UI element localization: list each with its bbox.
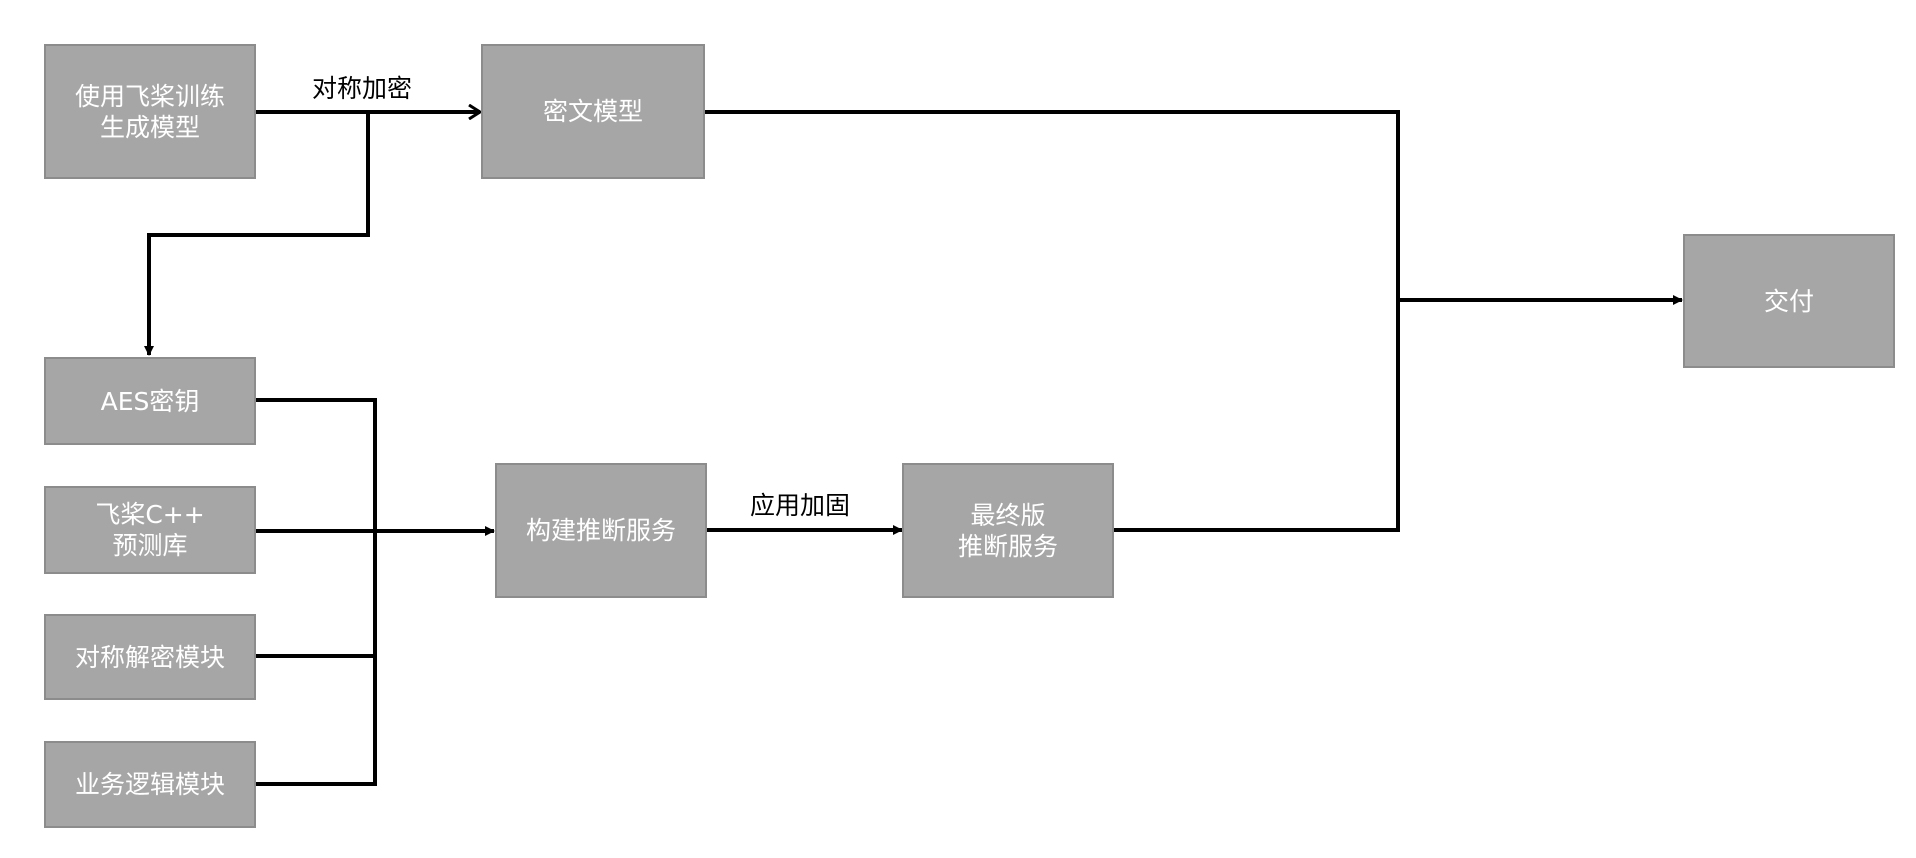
node-train-model-line-1: 使用飞桨训练 xyxy=(74,81,225,111)
edge-label-harden: 应用加固 xyxy=(750,491,851,520)
node-cipher-model: 密文模型 xyxy=(481,44,705,179)
node-cpp-predict-lib-line-1: 飞桨C++ xyxy=(95,500,205,529)
edge-cipher-model-to-merge xyxy=(705,110,1400,302)
node-decrypt-module: 对称解密模块 xyxy=(44,614,256,700)
node-final-inference-service: 最终版 推断服务 xyxy=(902,463,1114,598)
node-business-module: 业务逻辑模块 xyxy=(44,741,256,828)
node-final-inference-service-line-2: 推断服务 xyxy=(957,531,1058,561)
node-cpp-predict-lib: 飞桨C++ 预测库 xyxy=(44,486,256,574)
node-build-inference-service-label: 构建推断服务 xyxy=(525,516,676,545)
node-deliver: 交付 xyxy=(1683,234,1895,368)
node-train-model: 使用飞桨训练 生成模型 xyxy=(44,44,256,179)
node-business-module-label: 业务逻辑模块 xyxy=(74,770,225,799)
node-train-model-line-2: 生成模型 xyxy=(99,112,200,142)
node-build-inference-service: 构建推断服务 xyxy=(495,463,707,598)
node-cpp-predict-lib-line-2: 预测库 xyxy=(112,531,188,560)
node-final-inference-service-line-1: 最终版 xyxy=(970,500,1046,530)
edge-label-encrypt: 对称加密 xyxy=(312,74,413,103)
edge-encrypt-to-aes-key xyxy=(144,112,370,356)
node-aes-key-label: AES密钥 xyxy=(100,386,200,416)
node-decrypt-module-label: 对称解密模块 xyxy=(74,642,225,672)
node-deliver-label: 交付 xyxy=(1763,286,1814,316)
node-aes-key: AES密钥 xyxy=(44,357,256,445)
edge-final-service-to-merge xyxy=(1114,298,1400,532)
node-cipher-model-label: 密文模型 xyxy=(542,97,643,126)
